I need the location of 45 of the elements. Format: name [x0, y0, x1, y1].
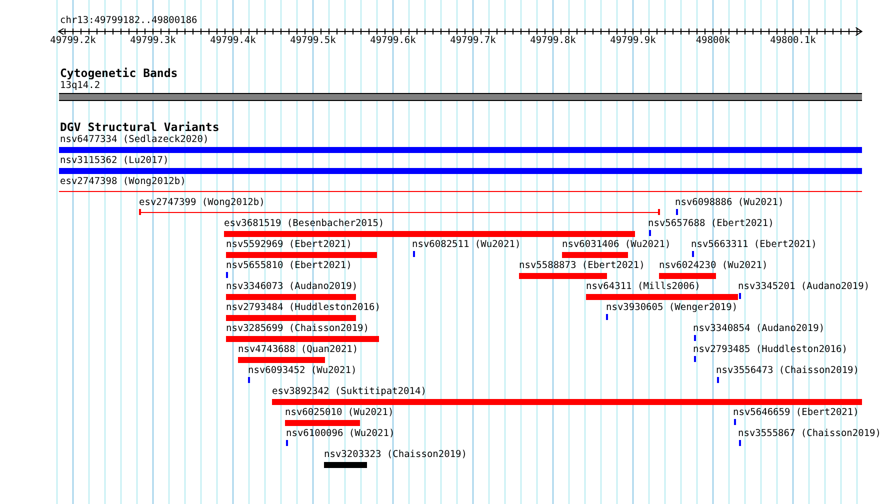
variant-label: nsv2793485 (Huddleston2016) — [693, 344, 848, 356]
variant-label: nsv3555867 (Chaisson2019) — [738, 428, 881, 440]
variant-label: nsv6093452 (Wu2021) — [248, 365, 357, 377]
variant-label: esv2747399 (Wong2012b) — [139, 197, 265, 209]
axis-tick-label: 49799.5k — [290, 35, 336, 47]
variant-label: nsv6025010 (Wu2021) — [285, 407, 394, 419]
axis-tick-label: 49799.2k — [50, 35, 96, 47]
track-heading: Cytogenetic Bands — [60, 67, 178, 79]
variant-label: esv3892342 (Suktitipat2014) — [272, 386, 426, 398]
variant-label: nsv2793484 (Huddleston2016) — [226, 302, 380, 314]
variant-label: nsv6031406 (Wu2021) — [562, 239, 671, 251]
axis-tick-label: 49799.6k — [370, 35, 416, 47]
variant-label: nsv3345201 (Audano2019) — [738, 281, 870, 293]
variant-label: nsv4743688 (Quan2021) — [238, 344, 358, 356]
variant-label: nsv6082511 (Wu2021) — [412, 239, 521, 251]
axis-tick-label: 49800k — [696, 35, 730, 47]
track-heading: DGV Structural Variants — [60, 121, 220, 133]
variant-label: nsv6477334 (Sedlazeck2020) — [60, 134, 209, 146]
variant-label: nsv5657688 (Ebert2021) — [648, 218, 774, 230]
variant-label: nsv5588873 (Ebert2021) — [519, 260, 645, 272]
variant-label: nsv5655810 (Ebert2021) — [226, 260, 352, 272]
region-label: chr13:49799182..49800186 — [60, 15, 198, 27]
variant-label: nsv3203323 (Chaisson2019) — [324, 449, 467, 461]
variant-label: nsv3115362 (Lu2017) — [60, 155, 169, 167]
band-label: 13q14.2 — [60, 80, 100, 92]
variant-label: nsv5663311 (Ebert2021) — [691, 239, 817, 251]
variant-label: nsv6024230 (Wu2021) — [659, 260, 768, 272]
axis-tick-label: 49799.9k — [610, 35, 656, 47]
variant-label: esv2747398 (Wong2012b) — [60, 176, 186, 188]
variant-label: nsv6098886 (Wu2021) — [675, 197, 784, 209]
axis-tick-label: 49800.1k — [770, 35, 816, 47]
variant-label: nsv3930605 (Wenger2019) — [606, 302, 738, 314]
axis-tick-label: 49799.7k — [450, 35, 496, 47]
axis-tick-label: 49799.4k — [210, 35, 256, 47]
variant-label: nsv3346073 (Audano2019) — [226, 281, 358, 293]
variant-label: esv3681519 (Besenbacher2015) — [224, 218, 384, 230]
variant-label: nsv64311 (Mills2006) — [586, 281, 700, 293]
variant-label: nsv5646659 (Ebert2021) — [733, 407, 859, 419]
variant-label: nsv3340854 (Audano2019) — [693, 323, 825, 335]
axis-tick-label: 49799.3k — [130, 35, 176, 47]
variant-label: nsv3285699 (Chaisson2019) — [226, 323, 369, 335]
variant-label: nsv3556473 (Chaisson2019) — [716, 365, 859, 377]
variant-label: nsv5592969 (Ebert2021) — [226, 239, 352, 251]
axis-tick-label: 49799.8k — [530, 35, 576, 47]
variant-label: nsv6100096 (Wu2021) — [286, 428, 395, 440]
